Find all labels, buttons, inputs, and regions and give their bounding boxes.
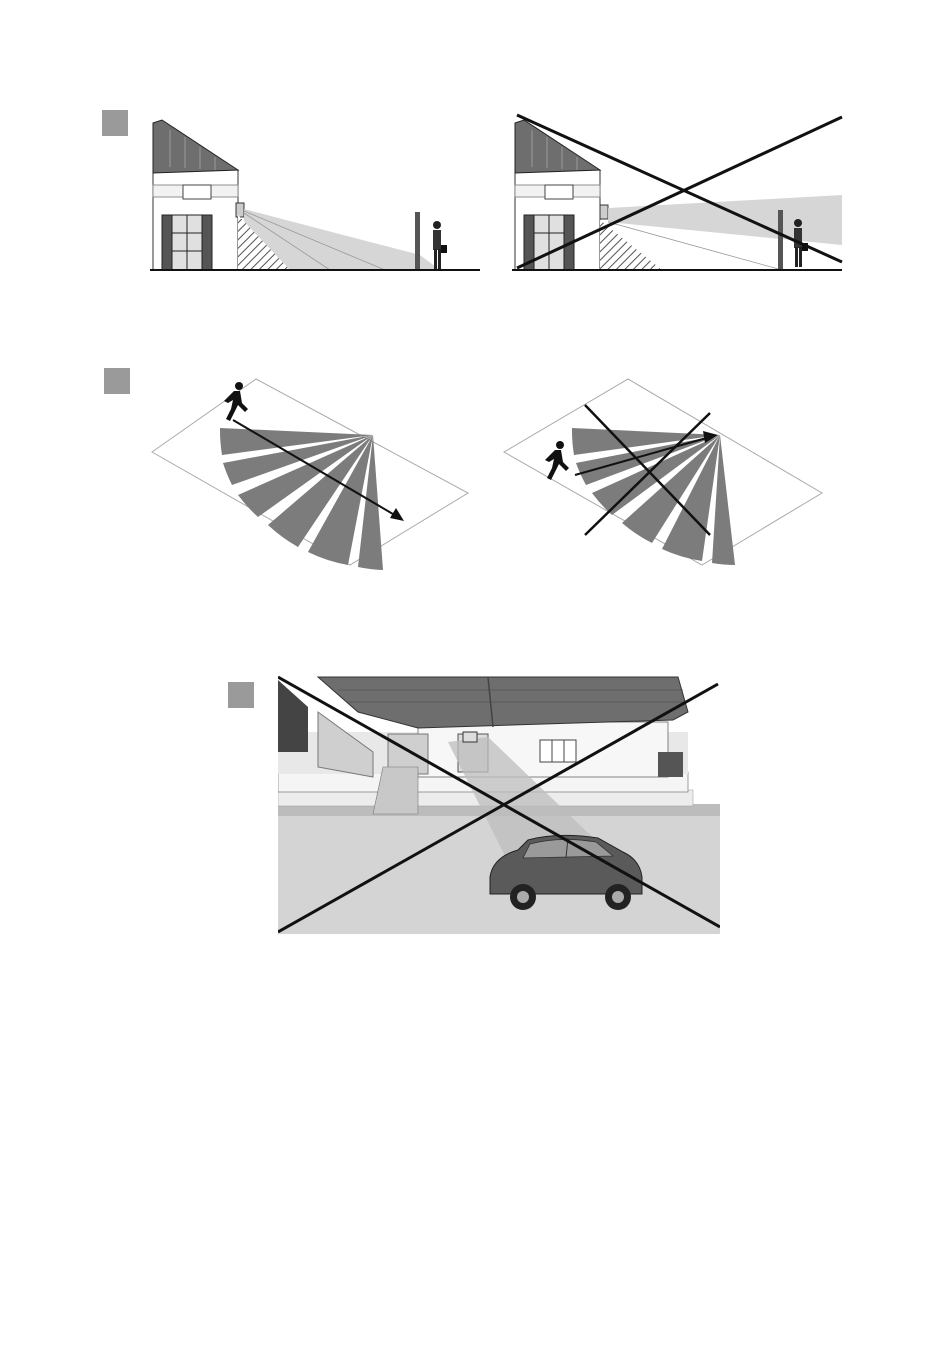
motion-sensor-icon: [600, 205, 608, 219]
motion-sensor-icon: [463, 732, 477, 742]
figure-3-marker: [228, 682, 254, 708]
house-icon: [153, 120, 238, 270]
figure-2-marker: [104, 368, 130, 394]
panel-1b-incorrect-mounting: [512, 110, 847, 275]
figure-1-marker: [102, 110, 128, 136]
person-with-briefcase-icon: [433, 221, 447, 269]
panel-1a-correct-mounting: [150, 115, 485, 275]
house-icon: [515, 120, 600, 270]
panel-2a-correct-direction: [148, 375, 473, 570]
panel-3a-car-in-detection-zone: [278, 672, 720, 934]
motion-sensor-icon: [236, 203, 244, 217]
panel-2b-incorrect-direction: [500, 375, 830, 570]
